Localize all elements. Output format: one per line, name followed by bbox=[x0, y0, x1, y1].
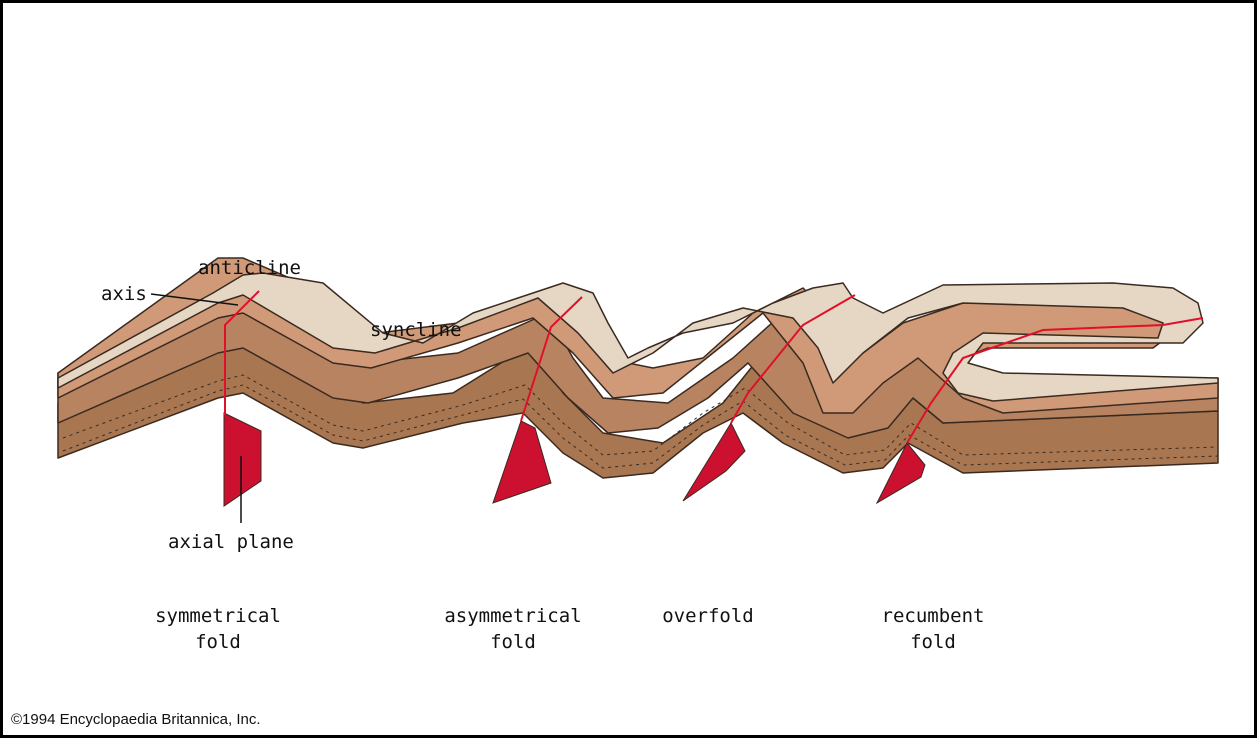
axial-plane-symmetrical bbox=[224, 413, 261, 506]
label-axis: axis bbox=[101, 281, 147, 307]
caption-asymmetrical-fold: asymmetrical fold bbox=[418, 603, 608, 655]
caption-line-1: asymmetrical bbox=[418, 603, 608, 629]
copyright-notice: ©1994 Encyclopaedia Britannica, Inc. bbox=[11, 711, 261, 728]
caption-overfold: overfold bbox=[643, 603, 773, 629]
caption-line-1: overfold bbox=[643, 603, 773, 629]
caption-line-1: symmetrical bbox=[133, 603, 303, 629]
label-syncline: syncline bbox=[370, 317, 462, 343]
caption-line-2: fold bbox=[853, 629, 1013, 655]
caption-line-1: recumbent bbox=[853, 603, 1013, 629]
caption-symmetrical-fold: symmetrical fold bbox=[133, 603, 303, 655]
label-axial-plane: axial plane bbox=[168, 529, 294, 555]
caption-line-2: fold bbox=[418, 629, 608, 655]
caption-recumbent-fold: recumbent fold bbox=[853, 603, 1013, 655]
label-anticline: anticline bbox=[198, 255, 301, 281]
caption-line-2: fold bbox=[133, 629, 303, 655]
